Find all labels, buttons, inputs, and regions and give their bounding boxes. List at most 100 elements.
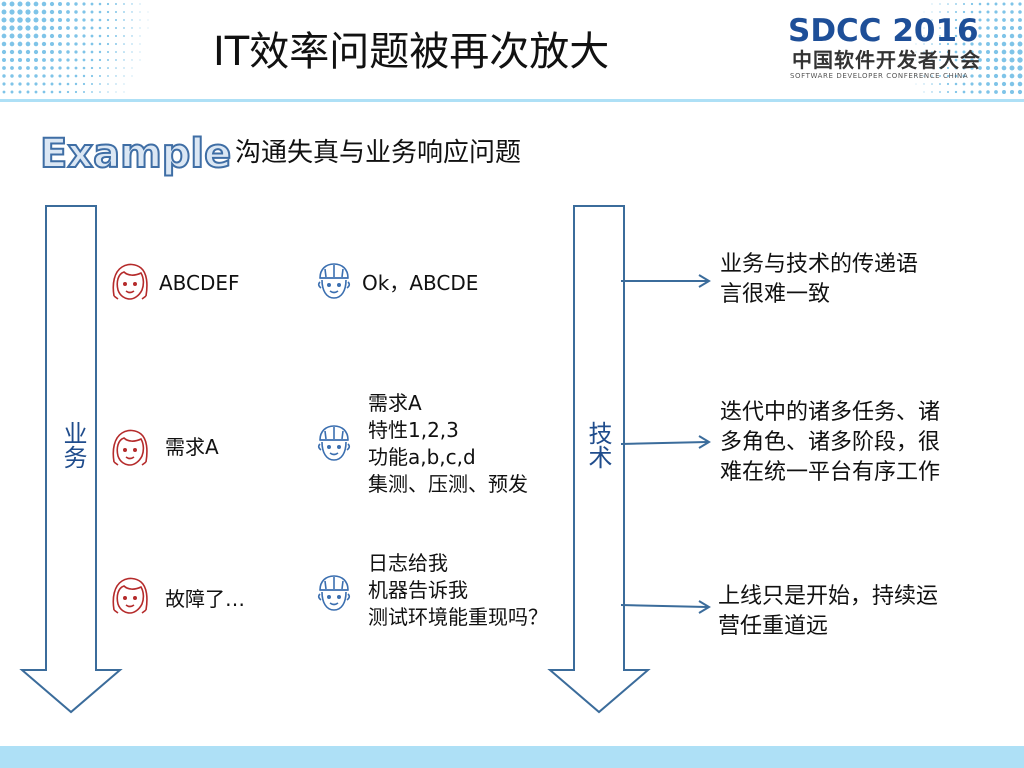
dot-pattern-dot xyxy=(923,11,925,13)
dot-pattern-dot xyxy=(115,35,117,37)
dot-pattern-dot xyxy=(74,2,78,6)
dot-pattern-dot xyxy=(946,58,950,62)
dot-pattern-dot xyxy=(18,74,22,78)
dot-pattern-dot xyxy=(147,11,149,13)
dot-pattern-dot xyxy=(931,91,933,93)
dot-pattern-dot xyxy=(962,42,966,46)
dot-pattern-dot xyxy=(26,66,30,70)
dot-pattern-dot xyxy=(17,49,23,55)
dot-pattern-dot xyxy=(25,9,31,15)
dot-pattern-dot xyxy=(1018,18,1022,22)
dot-pattern-right-icon xyxy=(915,2,1023,95)
dot-pattern-dot xyxy=(970,42,974,46)
dot-pattern-dot xyxy=(954,42,958,46)
dot-pattern-dot xyxy=(939,59,941,61)
dot-pattern-dot xyxy=(978,82,982,86)
dot-pattern-dot xyxy=(50,66,54,70)
dot-pattern-dot xyxy=(82,50,86,54)
male-user-icon xyxy=(312,260,356,304)
dot-pattern-dot xyxy=(58,2,62,6)
dot-pattern-dot xyxy=(123,75,125,77)
dot-pattern-dot xyxy=(139,43,141,45)
dot-pattern-dot xyxy=(954,58,958,62)
dot-pattern-dot xyxy=(58,90,62,94)
dot-pattern-dot xyxy=(1002,2,1006,6)
dot-pattern-dot xyxy=(1001,81,1007,87)
dot-pattern-dot xyxy=(99,75,101,77)
conclusion-2-line-2: 多角色、诸多阶段，很 xyxy=(720,430,941,455)
dot-pattern-dot xyxy=(25,41,31,47)
dot-pattern-dot xyxy=(74,90,78,94)
dot-pattern-dot xyxy=(41,9,47,15)
dot-pattern-dot xyxy=(82,10,86,14)
dot-pattern-dot xyxy=(26,90,30,94)
dot-pattern-dot xyxy=(107,67,109,69)
section-subtitle: 沟通失真与业务响应问题 xyxy=(235,138,522,168)
dot-pattern-dot xyxy=(34,58,38,62)
dot-pattern-dot xyxy=(26,74,30,78)
dot-pattern-dot xyxy=(1009,89,1015,95)
dot-pattern-dot xyxy=(131,19,133,21)
dot-pattern-dot xyxy=(25,49,31,55)
dot-pattern-dot xyxy=(90,42,94,46)
dot-pattern-dot xyxy=(82,58,86,62)
dot-pattern-dot xyxy=(49,1,55,7)
dot-pattern-dot xyxy=(33,1,39,7)
tech-label-text: 技术 xyxy=(584,421,612,469)
dot-pattern-dot xyxy=(66,26,70,30)
dot-pattern-dot xyxy=(90,2,94,6)
dot-pattern-dot xyxy=(42,74,46,78)
dot-pattern-dot xyxy=(98,42,102,46)
conclusion-1-line-2: 言很难一致 xyxy=(720,282,831,307)
dot-pattern-dot xyxy=(34,90,38,94)
dot-pattern-dot xyxy=(1,1,7,7)
dot-pattern-dot xyxy=(1002,26,1006,30)
dot-pattern-dot xyxy=(931,83,933,85)
dot-pattern-dot xyxy=(107,83,109,85)
dot-pattern-dot xyxy=(131,11,133,13)
dot-pattern-dot xyxy=(25,25,31,31)
dot-pattern-dot xyxy=(58,42,62,46)
dot-pattern-dot xyxy=(57,9,63,15)
dot-pattern-dot xyxy=(107,91,109,93)
dot-pattern-dot xyxy=(1,49,7,55)
dot-pattern-dot xyxy=(90,10,94,14)
dot-pattern-dot xyxy=(931,51,933,53)
dot-pattern-dot xyxy=(946,66,950,70)
dot-pattern-dot xyxy=(986,10,990,14)
dot-pattern-dot xyxy=(123,67,125,69)
dot-pattern-dot xyxy=(131,35,133,37)
dot-pattern-dot xyxy=(147,27,149,29)
dot-pattern-dot xyxy=(1017,33,1023,39)
dot-pattern-dot xyxy=(99,91,101,93)
dot-pattern-dot xyxy=(931,59,933,61)
dot-pattern-dot xyxy=(50,58,54,62)
dot-pattern-dot xyxy=(1001,65,1007,71)
dot-pattern-dot xyxy=(970,74,974,78)
dot-pattern-dot xyxy=(42,82,46,86)
dot-pattern-dot xyxy=(115,75,117,77)
logo-sub: 中国软件开发者大会 xyxy=(792,48,981,72)
dot-pattern-dot xyxy=(131,3,133,5)
dot-pattern-dot xyxy=(1,33,7,39)
dot-pattern-dot xyxy=(923,75,925,77)
dot-pattern-dot xyxy=(939,35,941,37)
dot-pattern-dot xyxy=(17,41,23,47)
dot-pattern-dot xyxy=(1009,65,1015,71)
dot-pattern-dot xyxy=(82,34,86,38)
slide-header: IT效率问题被再次放大 SDCC 2016 中国软件开发者大会 SOFTWARE… xyxy=(0,0,1024,100)
dot-pattern-dot xyxy=(939,19,941,21)
conclusion-3-line-1: 上线只是开始，持续运 xyxy=(718,584,939,609)
dot-pattern-dot xyxy=(123,27,125,29)
dot-pattern-dot xyxy=(66,42,70,46)
conclusion-3-line-2: 营任重道远 xyxy=(718,614,829,639)
dot-pattern-dot xyxy=(970,2,974,6)
dot-pattern-dot xyxy=(923,19,925,21)
dot-pattern-dot xyxy=(114,18,118,22)
dot-pattern-dot xyxy=(931,3,933,5)
dot-pattern-dot xyxy=(90,34,94,38)
dot-pattern-dot xyxy=(1017,25,1023,31)
male-user-icon xyxy=(312,572,356,616)
dot-pattern-dot xyxy=(10,66,14,70)
dot-pattern-dot xyxy=(986,26,990,30)
